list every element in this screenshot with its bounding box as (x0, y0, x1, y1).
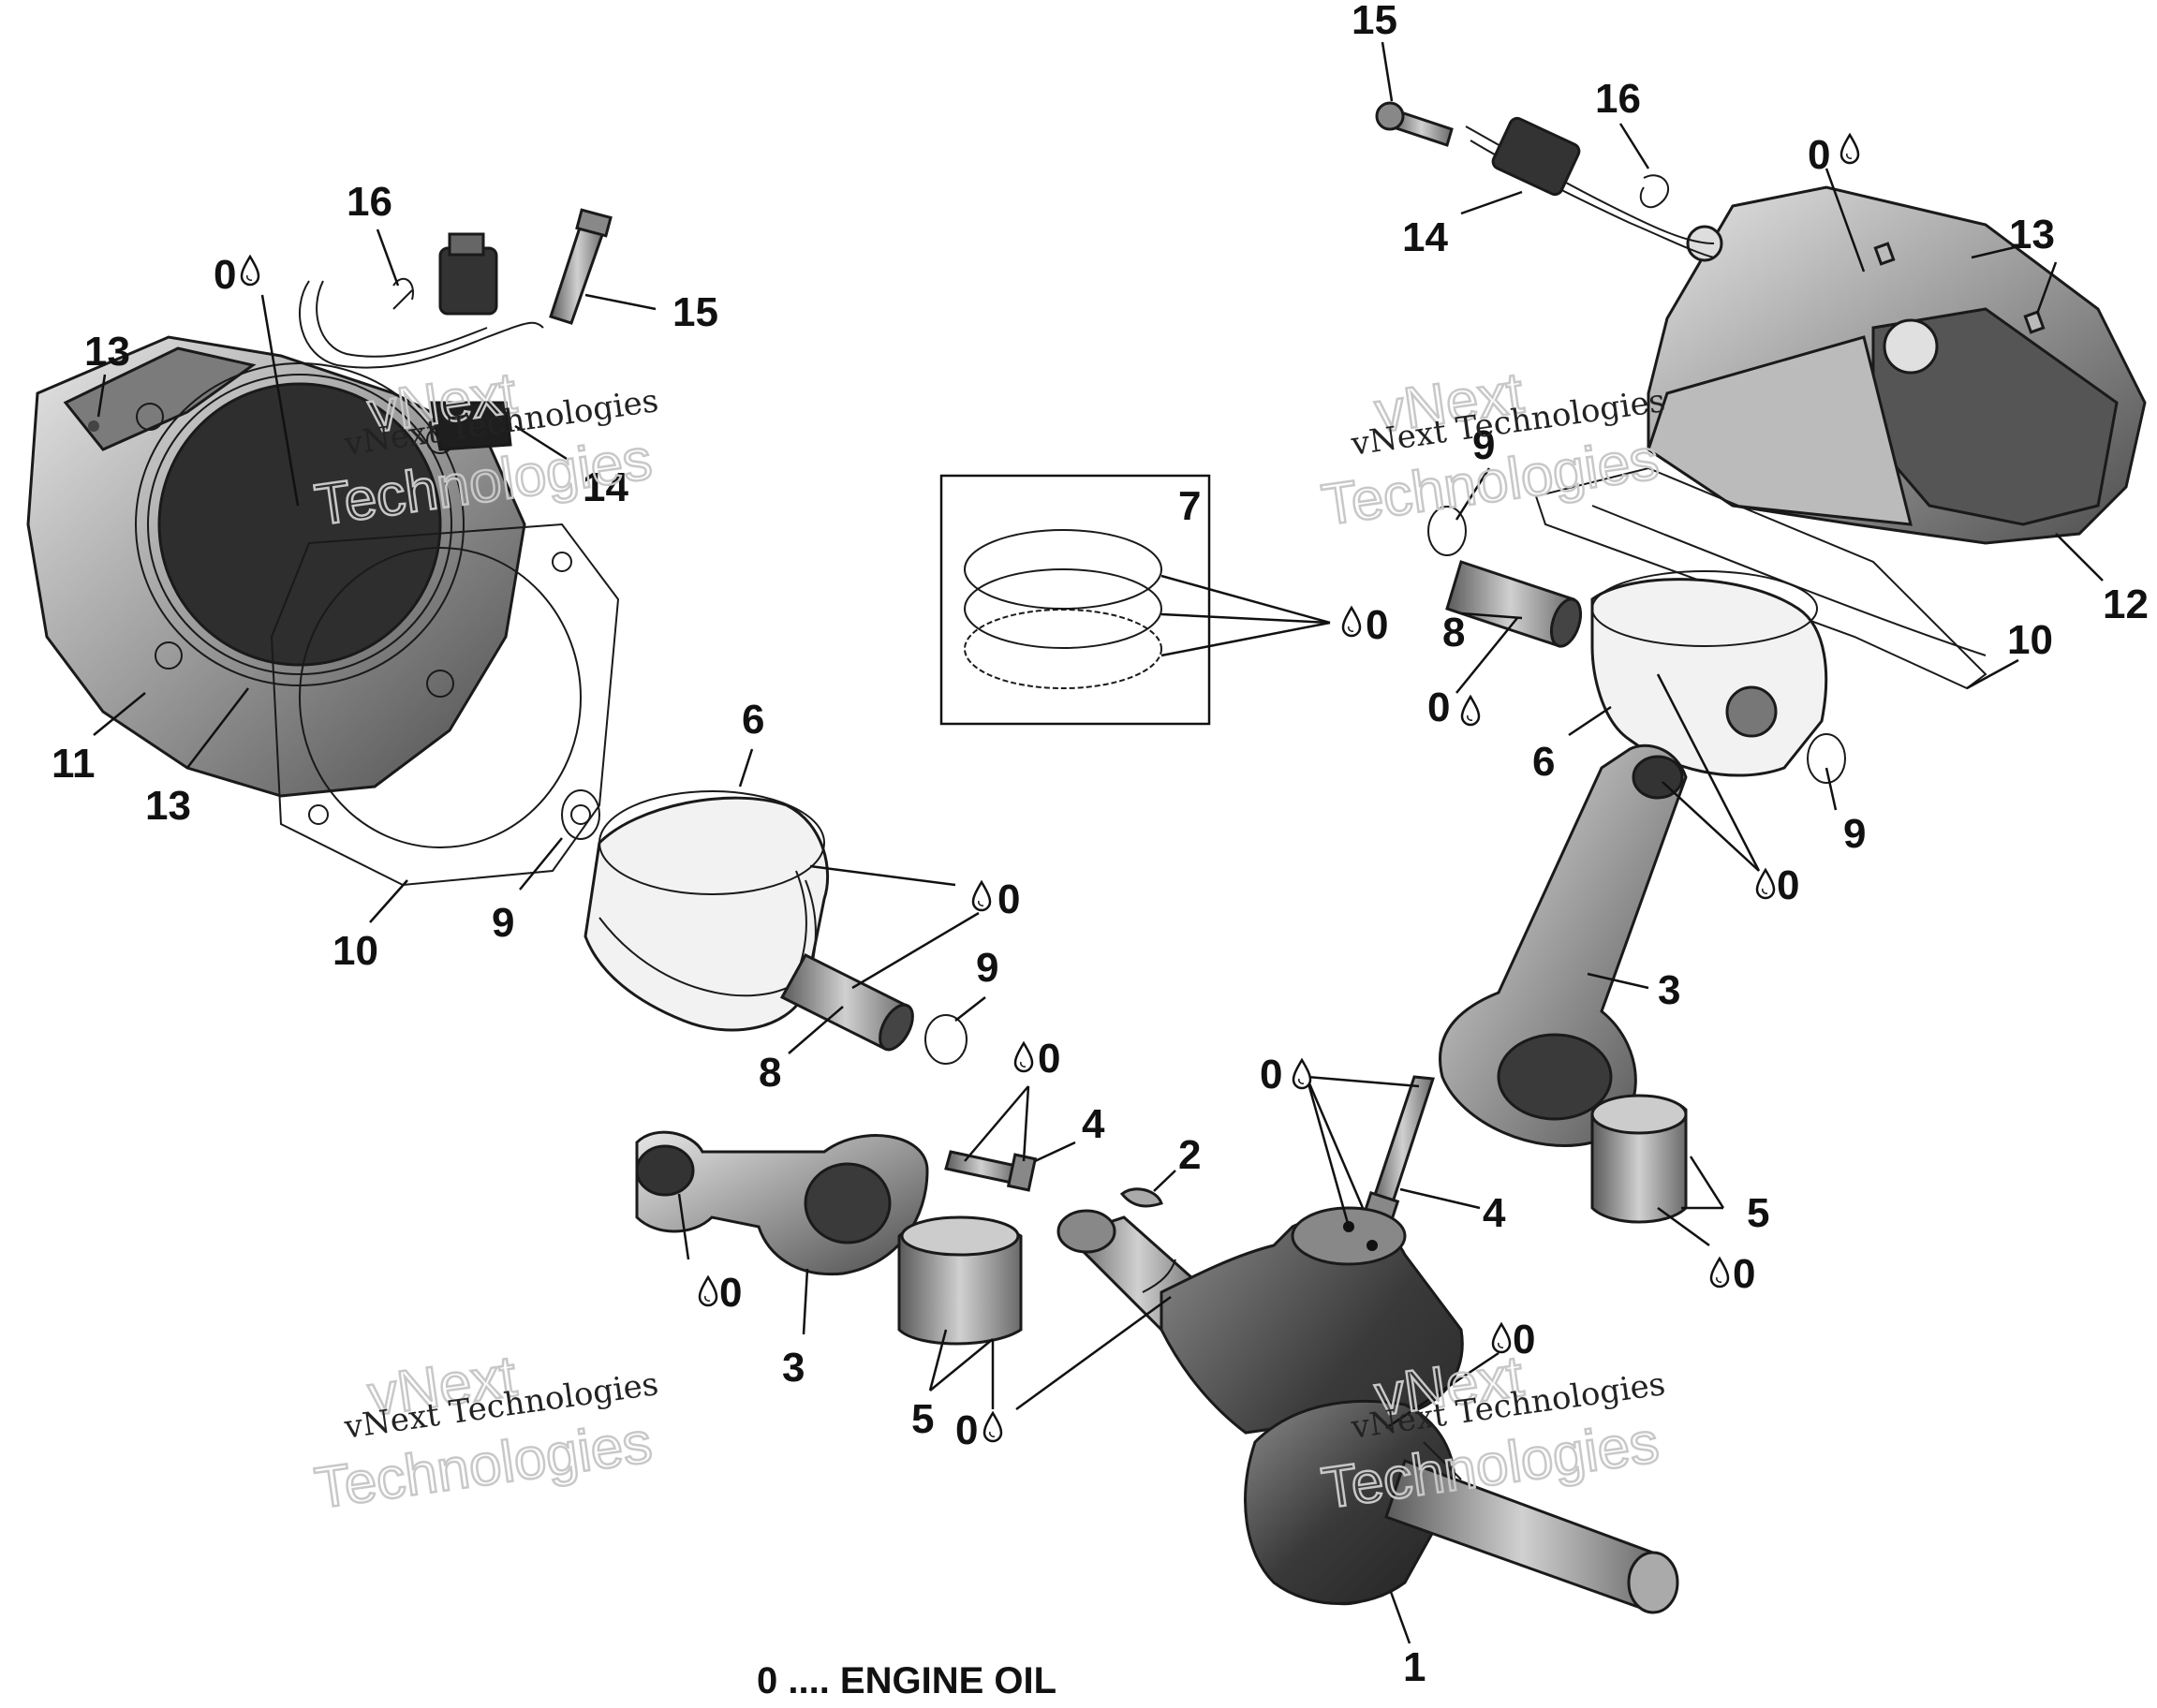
callout-8: 8 (1442, 610, 1465, 655)
cylinder-gasket-left (270, 523, 620, 887)
bearing-shells-right (1590, 1094, 1688, 1224)
callout-0: 0 (1513, 1317, 1535, 1362)
callout-3: 3 (782, 1345, 805, 1391)
callout-6: 6 (742, 697, 764, 743)
piston-pin-right (1445, 560, 1583, 648)
rod-bolt-left (944, 1150, 1038, 1192)
sensor-harness-right (1375, 101, 2046, 334)
callout-0: 0 (1733, 1251, 1755, 1297)
leader-lines (93, 41, 2104, 1644)
callout-0: 0 (214, 252, 236, 298)
callout-4: 4 (1483, 1190, 1506, 1236)
legend-engine-oil: 0 .... ENGINE OIL (757, 1660, 1056, 1701)
cylinder-left (26, 335, 526, 798)
callout-0: 0 (1777, 862, 1799, 908)
oil-drop-icon (1292, 1058, 1312, 1090)
callout-15: 15 (1352, 0, 1397, 43)
callout-12: 12 (2103, 582, 2149, 627)
callout-5: 5 (911, 1396, 934, 1442)
watermark: vNext vNext Technologies Technologies (310, 1343, 660, 1523)
piston-pin-left (779, 953, 914, 1052)
oil-drop-icon (971, 880, 992, 912)
callout-8: 8 (759, 1050, 781, 1096)
sensor-harness-left (299, 208, 613, 451)
callout-16: 16 (1595, 76, 1641, 122)
oil-drop-icon (1839, 133, 1860, 165)
piston-left (584, 790, 830, 1032)
oil-drop-icon (698, 1275, 718, 1307)
callout-6: 6 (1532, 739, 1555, 785)
watermark: vNext vNext Technologies Technologies (1317, 360, 1667, 539)
connecting-rod-right (1439, 744, 1688, 1147)
callout-2: 2 (1178, 1132, 1201, 1178)
callout-9: 9 (492, 900, 514, 946)
callout-11: 11 (52, 741, 96, 787)
callout-3: 3 (1658, 967, 1680, 1013)
callout-13: 13 (84, 329, 130, 375)
callout-7: 7 (1178, 483, 1201, 529)
callout-0: 0 (719, 1270, 742, 1316)
callout-10: 10 (332, 928, 378, 974)
woodruff-key (1119, 1187, 1163, 1208)
callout-0: 0 (1427, 685, 1450, 730)
callout-9: 9 (976, 945, 998, 991)
callout-13: 13 (145, 783, 191, 829)
callout-14: 14 (1402, 214, 1448, 260)
crankshaft (1056, 1206, 1679, 1614)
callout-14: 14 (583, 464, 628, 510)
oil-drop-icon (1460, 695, 1481, 727)
oil-drop-icon (982, 1411, 1003, 1443)
cylinder-right (1591, 185, 2147, 656)
callout-10: 10 (2007, 617, 2053, 663)
callout-0: 0 (1808, 132, 1830, 178)
oil-drop-icon (1709, 1257, 1730, 1288)
piston-rings-kit (939, 474, 1211, 726)
circlips-right (1427, 506, 1846, 784)
callout-5: 5 (1747, 1190, 1769, 1236)
callout-16: 16 (347, 179, 392, 225)
callout-1: 1 (1403, 1644, 1426, 1690)
callout-9: 9 (1472, 422, 1495, 468)
piston-right (1590, 570, 1828, 777)
oil-drop-icon (1013, 1041, 1034, 1073)
callout-0: 0 (997, 876, 1020, 922)
callout-4: 4 (1082, 1101, 1105, 1147)
callout-13: 13 (2009, 212, 2055, 258)
callout-15: 15 (672, 289, 718, 335)
oil-drop-icon (1755, 868, 1776, 900)
circlips-left (561, 789, 968, 1065)
oil-drop-icon (240, 255, 260, 287)
callout-0: 0 (1366, 602, 1388, 648)
oil-drop-icon (1341, 606, 1362, 638)
rod-bolt-right (1363, 1075, 1436, 1222)
bearing-shells-left (897, 1215, 1023, 1346)
callout-9: 9 (1843, 811, 1866, 857)
callout-0: 0 (1260, 1052, 1282, 1097)
callout-0: 0 (955, 1407, 978, 1453)
callout-numbers: 15 16 0 13 14 12 10 9 8 0 6 9 0 3 7 0 16… (52, 0, 2149, 1690)
callout-0: 0 (1038, 1036, 1060, 1082)
